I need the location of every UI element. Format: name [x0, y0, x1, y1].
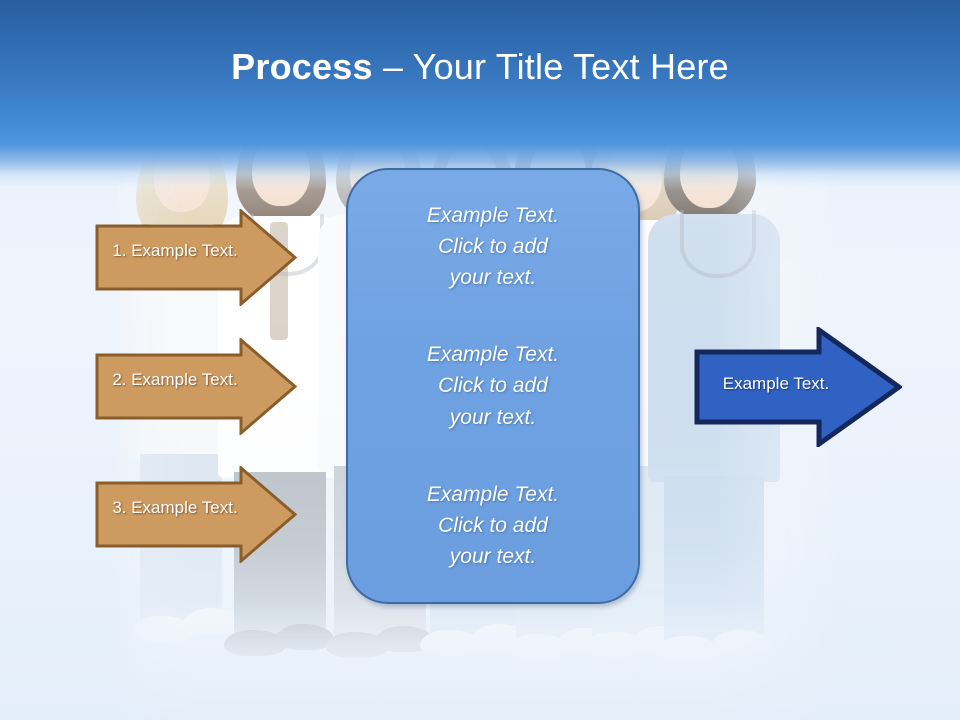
slide-header-banner: [0, 0, 960, 190]
page-title-strong: Process: [231, 46, 373, 87]
step-arrow-2-label: 2. Example Text.: [112, 370, 238, 389]
step-arrow-3-shape: [95, 466, 297, 563]
step-arrow-1[interactable]: 1. Example Text.: [95, 209, 297, 306]
center-content-box[interactable]: Example Text. Click to add your text. Ex…: [346, 168, 640, 604]
result-arrow-shape: [694, 327, 902, 447]
center-paragraph-3: Example Text. Click to add your text.: [426, 482, 560, 568]
page-title-rest: Your Title Text Here: [412, 46, 729, 87]
step-arrow-3-label: 3. Example Text.: [112, 498, 238, 517]
result-arrow[interactable]: Example Text.: [694, 327, 902, 447]
step-arrow-2[interactable]: 2. Example Text.: [95, 338, 297, 435]
step-arrow-3[interactable]: 3. Example Text.: [95, 466, 297, 563]
step-arrow-1-label: 1. Example Text.: [112, 241, 238, 260]
page-title-separator: –: [372, 46, 413, 87]
result-arrow-label: Example Text.: [722, 374, 830, 393]
step-arrow-1-shape: [95, 209, 297, 306]
center-paragraph-2: Example Text. Click to add your text.: [426, 343, 560, 429]
page-title: Process – Your Title Text Here: [0, 46, 960, 88]
step-arrow-2-shape: [95, 338, 297, 435]
center-paragraph-1: Example Text. Click to add your text.: [426, 204, 560, 290]
